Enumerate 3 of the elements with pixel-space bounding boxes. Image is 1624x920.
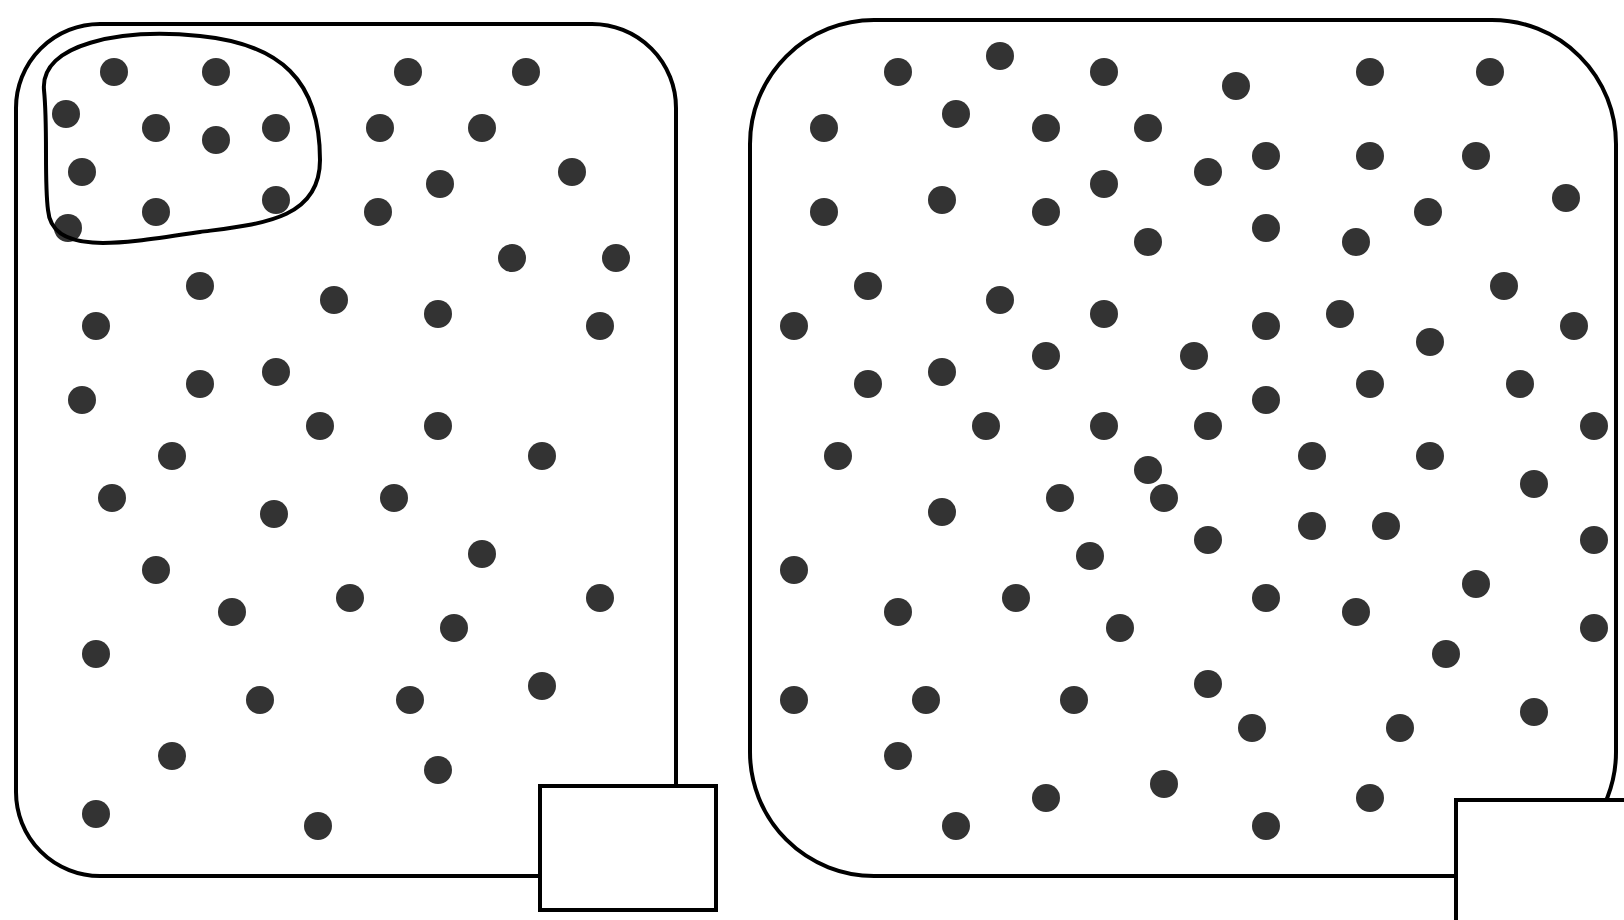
rounded-square xyxy=(14,22,678,878)
small-square xyxy=(538,784,718,912)
lasso-outline xyxy=(42,32,322,245)
